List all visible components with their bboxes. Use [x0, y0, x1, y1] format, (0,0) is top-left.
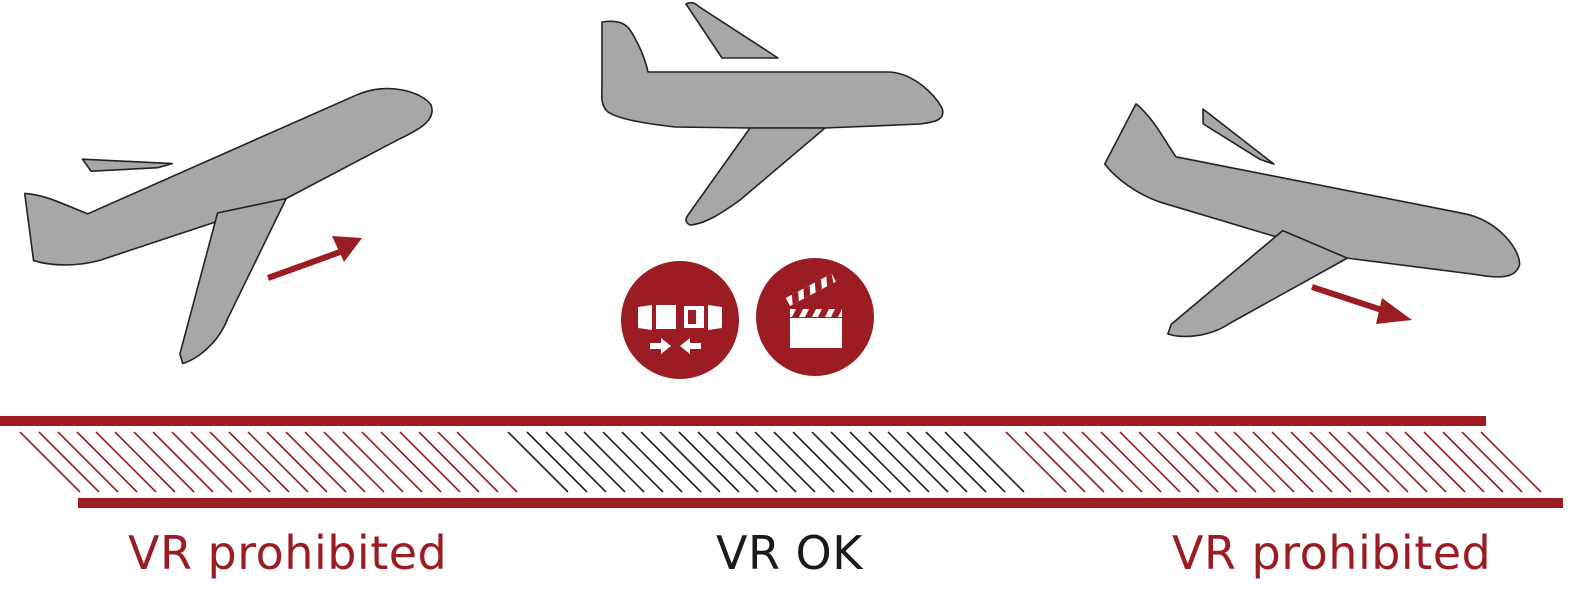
zone-label-takeoff: VR prohibited: [128, 526, 448, 580]
hatch-line: [716, 431, 778, 493]
hatch-line: [1005, 431, 1067, 493]
hatch-line: [1195, 431, 1257, 493]
hatch-line: [95, 431, 157, 493]
hatch-line: [380, 431, 442, 493]
hatch-line: [114, 431, 176, 493]
hatch-line: [849, 431, 911, 493]
hatch-line: [1423, 431, 1485, 493]
hatch-line: [38, 431, 100, 493]
hatch-line: [285, 431, 347, 493]
hatch-line: [545, 431, 607, 493]
hatch-line: [1024, 431, 1086, 493]
hatch-line: [152, 431, 214, 493]
hatch-line: [209, 431, 271, 493]
hatch-line: [1271, 431, 1333, 493]
hatch-line: [1081, 431, 1143, 493]
hatch-line: [963, 431, 1025, 493]
hatch-zone-ok: [507, 431, 1025, 493]
hatch-line: [19, 431, 81, 493]
hatch-line: [773, 431, 835, 493]
hatch-line: [507, 431, 569, 493]
hatch-line: [602, 431, 664, 493]
hatch-line: [456, 431, 518, 493]
climb-arrow-icon: [266, 236, 362, 281]
hatch-line: [361, 431, 423, 493]
seatbelt-unbuckled-icon: [621, 261, 739, 379]
hatch-line: [399, 431, 461, 493]
hatch-line: [583, 431, 645, 493]
hatch-line: [1366, 431, 1428, 493]
hatch-line: [697, 431, 759, 493]
hatch-line: [659, 431, 721, 493]
hatch-line: [1461, 431, 1523, 493]
zone-label-cruise: VR OK: [716, 526, 863, 580]
hatch-line: [76, 431, 138, 493]
hatch-line: [323, 431, 385, 493]
hatch-line: [418, 431, 480, 493]
hatch-line: [944, 431, 1006, 493]
hatch-line: [266, 431, 328, 493]
hatch-line: [640, 431, 702, 493]
hatch-line: [906, 431, 968, 493]
hatch-line: [57, 431, 119, 493]
hatch-line: [811, 431, 873, 493]
bottom-rail: [78, 498, 1563, 508]
hatch-line: [1138, 431, 1200, 493]
hatch-line: [171, 431, 233, 493]
zone-label-landing: VR prohibited: [1172, 526, 1492, 580]
top-rail: [0, 416, 1486, 426]
descent-arrow-icon: [1311, 284, 1412, 324]
hatch-line: [1062, 431, 1124, 493]
landing-plane-icon: [1058, 83, 1535, 436]
hatch-line: [1480, 431, 1542, 493]
cruise-plane-icon: [600, 1, 944, 226]
hatch-line: [247, 431, 309, 493]
hatch-line: [1214, 431, 1276, 493]
hatch-line: [925, 431, 987, 493]
hatch-line: [1328, 431, 1390, 493]
hatch-line: [830, 431, 892, 493]
hatch-line: [1176, 431, 1238, 493]
hatch-line: [1347, 431, 1409, 493]
hatch-line: [133, 431, 195, 493]
hatch-line: [437, 431, 499, 493]
hatch-line: [1043, 431, 1105, 493]
hatch-line: [1404, 431, 1466, 493]
hatch-line: [1252, 431, 1314, 493]
hatch-line: [754, 431, 816, 493]
hatch-line: [304, 431, 366, 493]
hatch-line: [1119, 431, 1181, 493]
takeoff-plane-icon: [9, 61, 482, 396]
hatch-line: [228, 431, 290, 493]
clapperboard-icon: [756, 258, 874, 376]
hatch-line: [735, 431, 797, 493]
hatch-line: [792, 431, 854, 493]
hatch-line: [526, 431, 588, 493]
hatch-line: [678, 431, 740, 493]
hatch-line: [190, 431, 252, 493]
hatch-line: [1290, 431, 1352, 493]
flight-path-band: [0, 416, 1563, 508]
hatch-line: [887, 431, 949, 493]
hatch-line: [1385, 431, 1447, 493]
hatch-line: [1100, 431, 1162, 493]
hatch-line: [1157, 431, 1219, 493]
hatch-zone-prohibited-left: [19, 431, 518, 493]
hatch-line: [564, 431, 626, 493]
hatch-line: [1233, 431, 1295, 493]
hatch-line: [342, 431, 404, 493]
hatch-zone-prohibited-right: [1005, 431, 1542, 493]
hatch-line: [1309, 431, 1371, 493]
hatch-line: [621, 431, 683, 493]
hatch-line: [868, 431, 930, 493]
hatch-line: [1442, 431, 1504, 493]
